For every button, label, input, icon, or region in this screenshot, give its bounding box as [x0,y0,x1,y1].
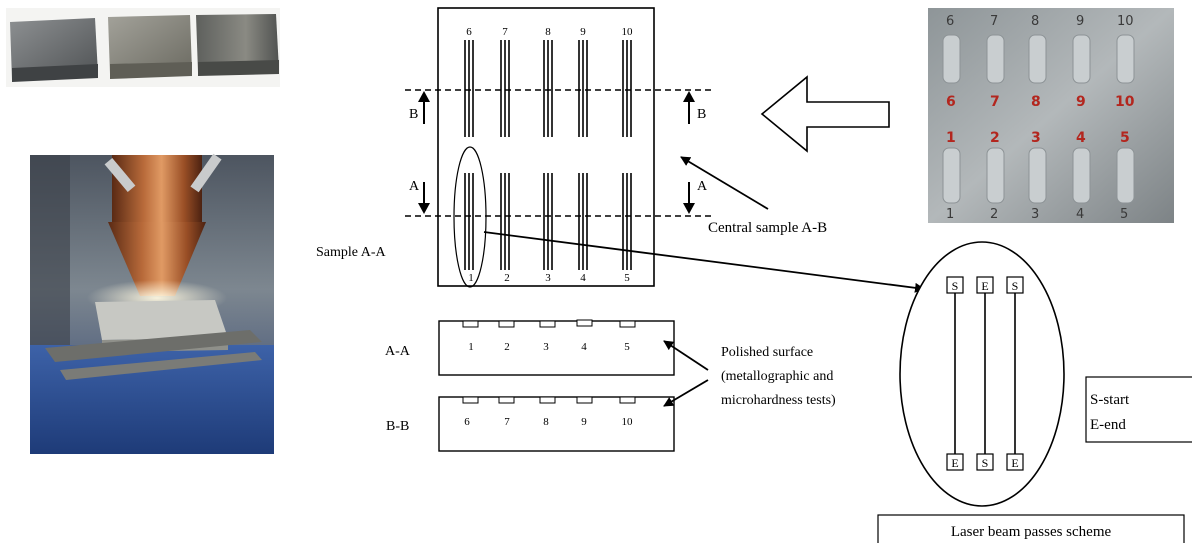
photo-steel-samples [6,8,280,87]
section-mark: B [697,107,706,122]
photo-num: 2 [990,130,1000,146]
plate-number: 6 [466,26,472,38]
section-aa-label: A-A [385,344,411,359]
section-aa: 1 2 3 4 5 [438,319,675,376]
photo-num: 10 [1115,94,1135,110]
photo-num: 10 [1117,14,1134,29]
photo-num: 6 [946,14,954,29]
photo-num: 4 [1076,130,1086,146]
scheme-box-label: E [1011,456,1018,470]
photo-num: 7 [990,14,998,29]
legend-box: S-start E-end [1085,376,1192,443]
hollow-arrow-icon [760,75,890,153]
photo-num: 2 [990,207,998,222]
section-aa-number: 2 [504,341,510,353]
section-bb-label: B-B [386,419,409,434]
photo-laser-head [30,153,274,454]
scheme-pointer [483,231,925,293]
section-bb-number: 10 [622,416,634,428]
scheme-box-label: E [951,456,958,470]
section-aa-number: 4 [581,341,587,353]
track-group-top [464,40,632,137]
section-b-right: B [683,91,706,124]
plate-number: 9 [580,26,586,38]
photo-num: 3 [1031,130,1041,146]
section-mark: B [409,107,418,122]
plate-number: 5 [624,272,630,284]
central-sample-label: Central sample A-B [708,220,827,236]
photo-num: 1 [946,207,954,222]
section-bb-number: 6 [464,416,470,428]
photo-plate-tracks [942,34,1135,204]
photo-num: 5 [1120,207,1128,222]
legend-end: E-end [1090,417,1126,433]
plate-bottom-numbers: 1 2 3 4 5 [468,272,630,284]
scheme-bottom-boxes: E S E [946,453,1024,471]
plate-number: 3 [545,272,551,284]
track-group-bottom [464,173,632,270]
photo-plate-numbers-bottom: 1 2 3 4 5 [946,207,1128,222]
plate-number: 1 [468,272,474,284]
photo-num: 4 [1076,207,1084,222]
svg-text:Polished surface: Polished surface [721,345,813,360]
scheme-top-boxes: S E S [946,276,1024,294]
photo-plate-numbers-red-mid: 1 2 3 4 5 [946,130,1130,146]
section-mark: A [409,179,420,194]
photo-num: 3 [1031,207,1039,222]
section-b-left: B [409,91,430,124]
photo-num: 8 [1031,14,1039,29]
photo-num: 9 [1076,94,1086,110]
section-bb: 6 7 8 9 10 [438,396,675,452]
photo-plate-numbers-red-top: 6 7 8 9 10 [946,94,1135,110]
photo-processed-plate: 6 7 8 9 10 6 7 8 9 10 1 2 3 4 5 1 2 3 4 … [928,8,1174,223]
scheme-box-label: S [952,279,959,293]
legend-start: S-start [1090,392,1130,408]
photo-num: 1 [946,130,956,146]
section-bb-number: 8 [543,416,549,428]
plate-number: 8 [545,26,551,38]
central-sample-pointer [680,156,769,210]
plate-schematic: 6 7 8 9 10 1 2 3 4 5 [437,7,655,288]
scheme-title-box: Laser beam passes scheme [877,514,1185,543]
sample-highlight-ellipse [453,146,487,288]
section-aa-number: 3 [543,341,549,353]
polished-surface-label: Polished surface (metallographic and mic… [721,345,836,408]
section-aa-number: 1 [468,341,474,353]
plate-number: 7 [502,26,508,38]
photo-num: 8 [1031,94,1041,110]
scheme-box-label: E [981,279,988,293]
plate-number: 4 [580,272,586,284]
scheme-title: Laser beam passes scheme [951,524,1112,540]
photo-num: 6 [946,94,956,110]
sample-aa-label: Sample A-A [316,245,386,260]
section-bb-number: 9 [581,416,587,428]
photo-num: 7 [990,94,1000,110]
photo-num: 5 [1120,130,1130,146]
svg-text:microhardness tests): microhardness tests) [721,393,836,408]
polished-pointer-bottom [663,379,709,407]
section-aa-number: 5 [624,341,630,353]
photo-num: 9 [1076,14,1084,29]
plate-number: 2 [504,272,510,284]
scheme-box-label: S [982,456,989,470]
pass-scheme: S E S E S E [899,241,1065,507]
scheme-box-label: S [1012,279,1019,293]
section-a-right: A [683,179,708,214]
section-a-left: A [409,179,430,214]
svg-text:(metallographic and: (metallographic and [721,369,833,384]
section-mark: A [697,179,708,194]
plate-number: 10 [622,26,634,38]
plate-top-numbers: 6 7 8 9 10 [466,26,633,38]
photo-plate-numbers-top: 6 7 8 9 10 [946,14,1134,29]
polished-pointer-top [663,340,709,371]
section-bb-number: 7 [504,416,510,428]
